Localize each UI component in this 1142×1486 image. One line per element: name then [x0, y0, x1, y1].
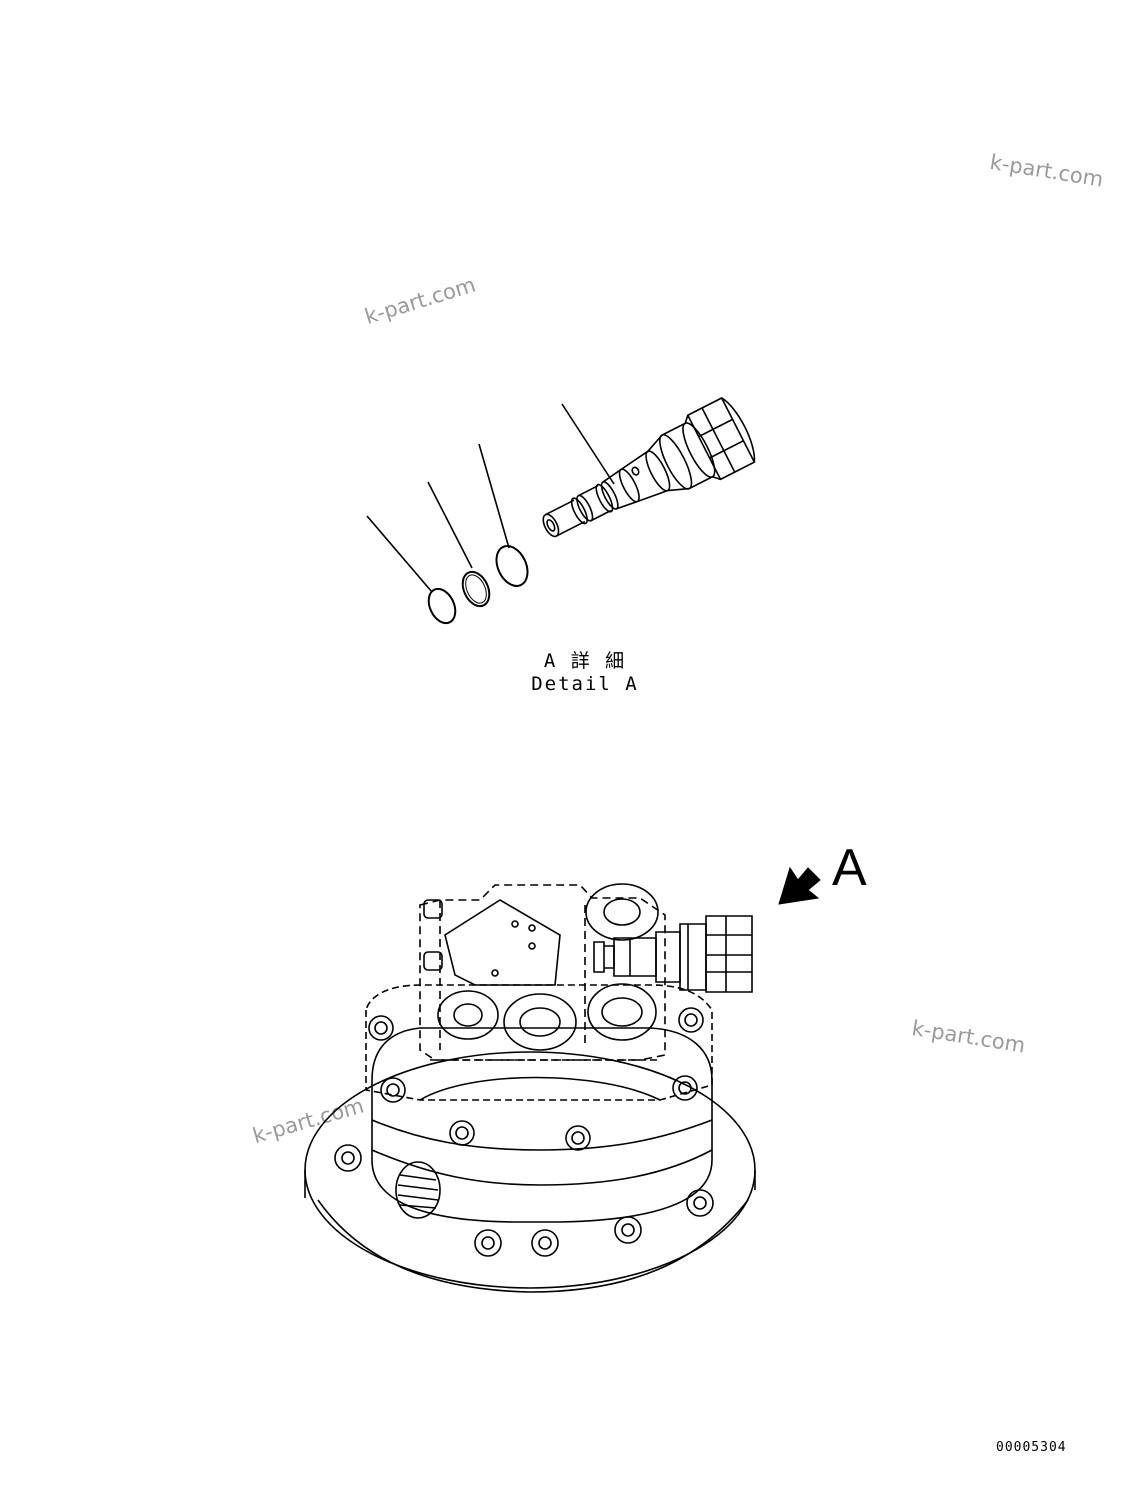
valve-block [419, 884, 666, 1061]
motor-upper-housing [365, 984, 713, 1101]
leader-line-valve [561, 403, 615, 485]
swing-motor-assembly [304, 883, 756, 1293]
leader-line-oring-small [366, 515, 433, 593]
threaded-plug [395, 1161, 441, 1219]
leader-line-backup-ring [427, 481, 473, 569]
installed-valve-cartridge [593, 915, 753, 993]
detail-a-exploded-view [366, 396, 756, 625]
flange-bolts [334, 1007, 714, 1257]
oring-large [495, 545, 529, 587]
detail-caption-english: Detail A [531, 673, 639, 695]
view-arrow-a [778, 866, 821, 905]
drawing-number: 00005304 [996, 1440, 1067, 1455]
detail-caption-japanese: A 詳 細 [543, 650, 627, 672]
valve-cartridge [542, 396, 756, 538]
oring-small [427, 587, 457, 625]
view-label-a: A [832, 839, 867, 897]
backup-ring [461, 570, 491, 608]
backup-ring-inner [465, 574, 487, 604]
motor-middle-housing [371, 1027, 713, 1223]
leader-line-oring-large [478, 443, 510, 549]
